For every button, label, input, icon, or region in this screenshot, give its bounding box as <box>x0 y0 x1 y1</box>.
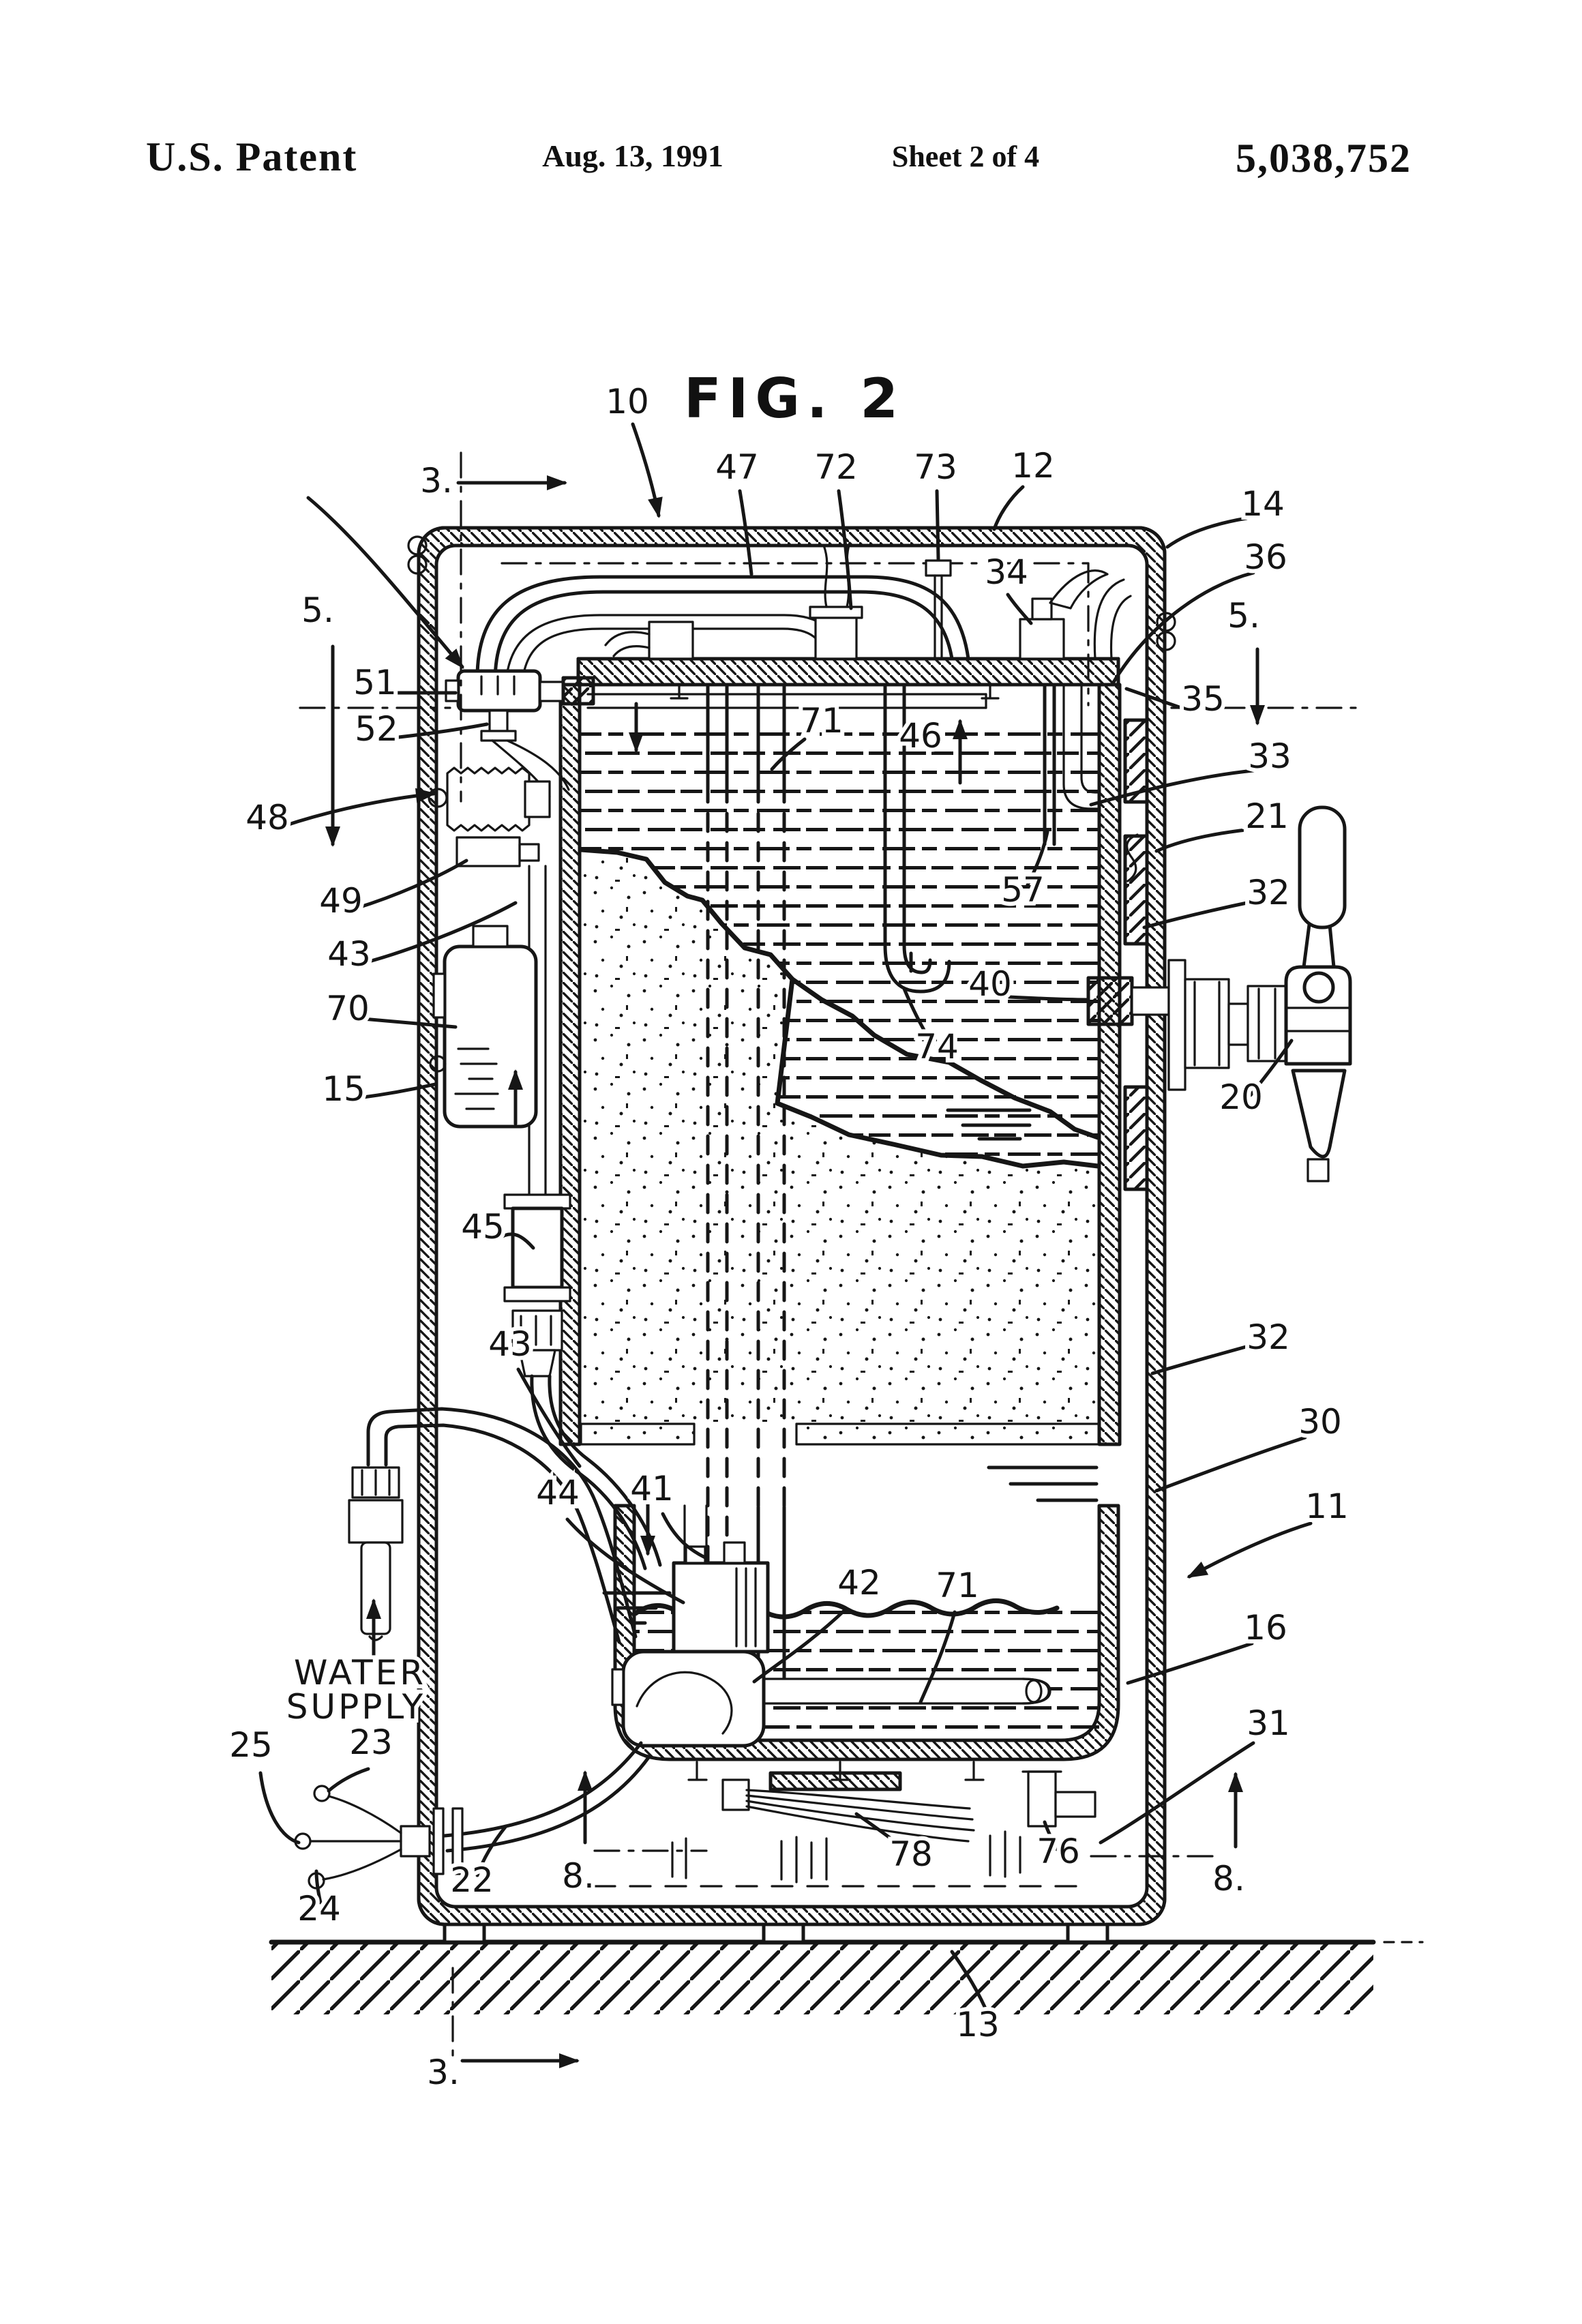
clip-21 <box>1126 833 1139 882</box>
ref-label-30-31: 30 <box>1298 1402 1342 1442</box>
ref-label-23-42: 23 <box>349 1723 393 1762</box>
float-valve-72 <box>809 541 863 660</box>
ref-label-42-36: 42 <box>837 1563 881 1603</box>
ref-label-5-9: 5. <box>301 591 334 630</box>
faucet <box>1086 805 1352 1182</box>
sheet-number: Sheet 2 of 4 <box>892 140 1039 173</box>
supply-tube-inside <box>366 1407 638 1639</box>
figure-drawing <box>258 422 1424 2068</box>
ref-label-44-32: 44 <box>536 1473 580 1513</box>
ref-label-76-47: 76 <box>1036 1832 1080 1871</box>
ref-label-31-40: 31 <box>1247 1703 1290 1743</box>
ref-label-16-35: 16 <box>1244 1608 1287 1648</box>
ref-label-21-18: 21 <box>1245 796 1289 836</box>
ref-label-22-44: 22 <box>450 1860 494 1900</box>
header: U.S. Patent Aug. 13, 1991 Sheet 2 of 4 5… <box>146 134 1412 181</box>
ref-label-71-14: 71 <box>800 701 844 741</box>
fitting-76 <box>1021 1770 1096 1828</box>
ref-label-73-4: 73 <box>914 447 957 487</box>
ref-label-33-16: 33 <box>1248 736 1292 776</box>
ref-label-45-28: 45 <box>461 1207 505 1247</box>
ref-label-8-45: 8. <box>562 1856 595 1896</box>
ref-label-supply-39: SUPPLY <box>286 1687 426 1727</box>
valve-50-51 <box>445 669 595 713</box>
pump-44 <box>611 1541 770 1748</box>
fitting-52 <box>480 709 570 798</box>
faucet-handle-shaft <box>1302 923 1336 969</box>
reference-labels: 10 3. 47 72 73 12 14 36 34 5. 5. 51 52 35 71 46 33 48 21 49… <box>225 378 1353 2096</box>
base-compartment <box>593 1770 1096 1888</box>
ref-label-52-12: 52 <box>355 709 398 749</box>
ref-label-71-37: 71 <box>936 1566 979 1605</box>
figure-title: FIG. 2 <box>684 367 905 430</box>
patent-office-label: U.S. Patent <box>146 134 357 179</box>
ref-label-57-21: 57 <box>1001 870 1045 910</box>
ref-label-20-26: 20 <box>1219 1077 1263 1117</box>
leader-lines <box>258 422 1313 2022</box>
patent-date: Aug. 13, 1991 <box>542 138 723 173</box>
probe-73 <box>925 559 952 660</box>
probe-and-j-tube <box>883 683 1056 994</box>
ref-label-water-38: WATER <box>294 1653 426 1693</box>
ref-label-74-25: 74 <box>915 1027 959 1067</box>
ref-label-43-30: 43 <box>488 1324 532 1364</box>
water-supply-assembly <box>348 1466 404 1660</box>
ref-label-3-50: 3. <box>427 2053 460 2092</box>
ref-label-11-34: 11 <box>1305 1487 1349 1526</box>
hose-22 <box>443 1741 643 1838</box>
ref-label-46-15: 46 <box>899 716 942 756</box>
ref-label-72-3: 72 <box>814 447 858 487</box>
ref-label-34-8: 34 <box>985 552 1028 592</box>
ref-label-36-7: 36 <box>1244 537 1287 577</box>
ref-label-25-41: 25 <box>229 1725 273 1765</box>
ref-label-47-2: 47 <box>715 447 759 487</box>
cabinet-shell <box>407 526 1176 1944</box>
ref-label-70-24: 70 <box>326 989 370 1028</box>
pump-motor-70 <box>429 925 538 1129</box>
ground <box>269 1939 1424 2014</box>
ref-label-14-6: 14 <box>1241 484 1285 524</box>
left-bay <box>366 669 770 1853</box>
ref-label-32-29: 32 <box>1247 1317 1290 1357</box>
faucet-handle-grip <box>1298 805 1347 929</box>
wiring <box>294 1785 464 1890</box>
ref-label-49-19: 49 <box>319 881 363 921</box>
ref-label-78-46: 78 <box>889 1834 933 1874</box>
ref-label-40-23: 40 <box>968 964 1012 1004</box>
ref-label-41-33: 41 <box>630 1469 674 1508</box>
wires-78 <box>745 1789 975 1843</box>
ref-label-8-48: 8. <box>1212 1859 1245 1898</box>
ref-label-24-43: 24 <box>297 1889 341 1928</box>
ref-label-15-27: 15 <box>322 1069 365 1109</box>
ref-label-3-1: 3. <box>420 461 453 501</box>
tank-walls <box>558 683 1149 1446</box>
j-tube-36 <box>1093 578 1132 660</box>
ref-label-43-22: 43 <box>327 934 371 974</box>
patent-number: 5,038,752 <box>1236 136 1412 181</box>
ref-label-12-5: 12 <box>1011 446 1055 486</box>
valve-34 <box>1019 569 1109 660</box>
ref-label-35-13: 35 <box>1181 679 1225 719</box>
lid-fitting-left <box>604 621 694 660</box>
ref-label-51-11: 51 <box>353 663 397 702</box>
ice-mass <box>581 850 1098 1423</box>
bin-floor <box>580 1422 1101 1446</box>
ref-label-10-0: 10 <box>606 382 649 421</box>
top-bay <box>475 541 1132 684</box>
faucet-spout <box>1291 1069 1347 1159</box>
ref-label-48-17: 48 <box>245 798 289 837</box>
ref-label-13-49: 13 <box>956 2005 1000 2044</box>
ref-label-5-10: 5. <box>1227 596 1260 636</box>
ref-label-32-20: 32 <box>1247 873 1290 912</box>
condenser-fins <box>671 1830 1021 1883</box>
solenoid-48-49 <box>428 766 551 867</box>
